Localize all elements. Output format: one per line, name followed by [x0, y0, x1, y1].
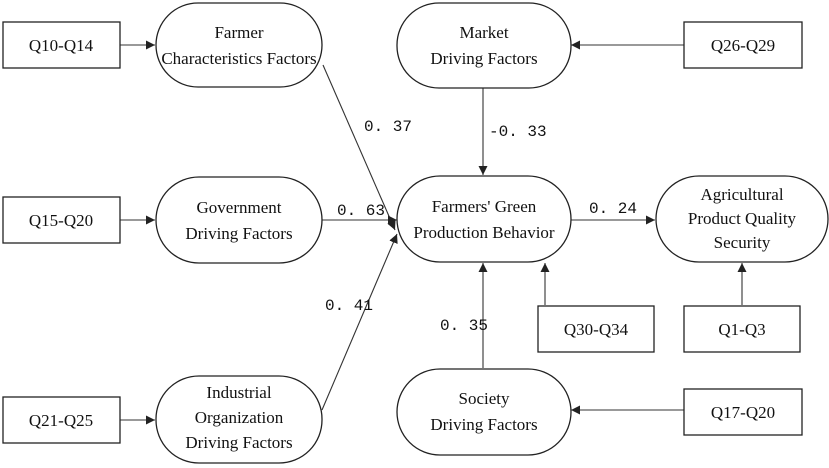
node-market-driving: Market Driving Factors	[396, 2, 572, 89]
box-q26-q29: Q26-Q29	[683, 21, 803, 69]
coef-behavior-security: 0. 24	[589, 200, 637, 218]
node-government-driving: Government Driving Factors	[155, 176, 323, 264]
node-label-line: Farmers' Green	[432, 197, 537, 216]
node-label-line: Production Behavior	[413, 223, 555, 242]
box-q17-q20: Q17-Q20	[683, 388, 803, 436]
node-label-line: Security	[714, 233, 771, 252]
node-label-line: Driving Factors	[185, 433, 292, 452]
node-society-driving: Society Driving Factors	[396, 368, 572, 456]
node-label-line: Industrial	[206, 383, 271, 402]
box-label: Q21-Q25	[29, 411, 93, 430]
box-q1-q3: Q1-Q3	[683, 305, 801, 353]
node-agricultural-security: Agricultural Product Quality Security	[655, 175, 829, 263]
box-label: Q1-Q3	[718, 320, 765, 339]
edge-farmer-to-behavior	[322, 64, 396, 231]
coef-industrial-behavior: 0. 41	[325, 297, 373, 315]
node-label-line: Driving Factors	[430, 49, 537, 68]
node-industrial-organization: Industrial Organization Driving Factors	[155, 375, 323, 464]
edge-industrial-to-behavior	[321, 233, 398, 411]
node-label-line: Market	[459, 23, 508, 42]
box-label: Q17-Q20	[711, 403, 775, 422]
coef-society-behavior: 0. 35	[440, 317, 488, 335]
node-label-line: Characteristics Factors	[161, 49, 316, 68]
box-label: Q15-Q20	[29, 211, 93, 230]
coef-farmer-behavior: 0. 37	[364, 118, 412, 136]
node-farmer-characteristics: Farmer Characteristics Factors	[155, 2, 323, 88]
node-label-line: Driving Factors	[185, 224, 292, 243]
node-label-line: Farmer	[214, 23, 263, 42]
box-label: Q30-Q34	[564, 320, 629, 339]
node-label-line: Society	[459, 389, 510, 408]
box-q15-q20: Q15-Q20	[2, 196, 121, 244]
box-label: Q10-Q14	[29, 36, 94, 55]
node-label-line: Product Quality	[688, 209, 797, 228]
node-label-line: Agricultural	[700, 185, 783, 204]
box-label: Q26-Q29	[711, 36, 775, 55]
node-label-line: Organization	[195, 408, 284, 427]
node-label-line: Driving Factors	[430, 415, 537, 434]
box-q30-q34: Q30-Q34	[537, 305, 655, 353]
coef-government-behavior: 0. 63	[337, 202, 385, 220]
coef-market-behavior: -0. 33	[489, 123, 547, 141]
node-green-production-behavior: Farmers' Green Production Behavior	[396, 175, 572, 263]
box-q10-q14: Q10-Q14	[2, 21, 121, 69]
box-q21-q25: Q21-Q25	[2, 396, 121, 444]
node-label-line: Government	[197, 198, 282, 217]
